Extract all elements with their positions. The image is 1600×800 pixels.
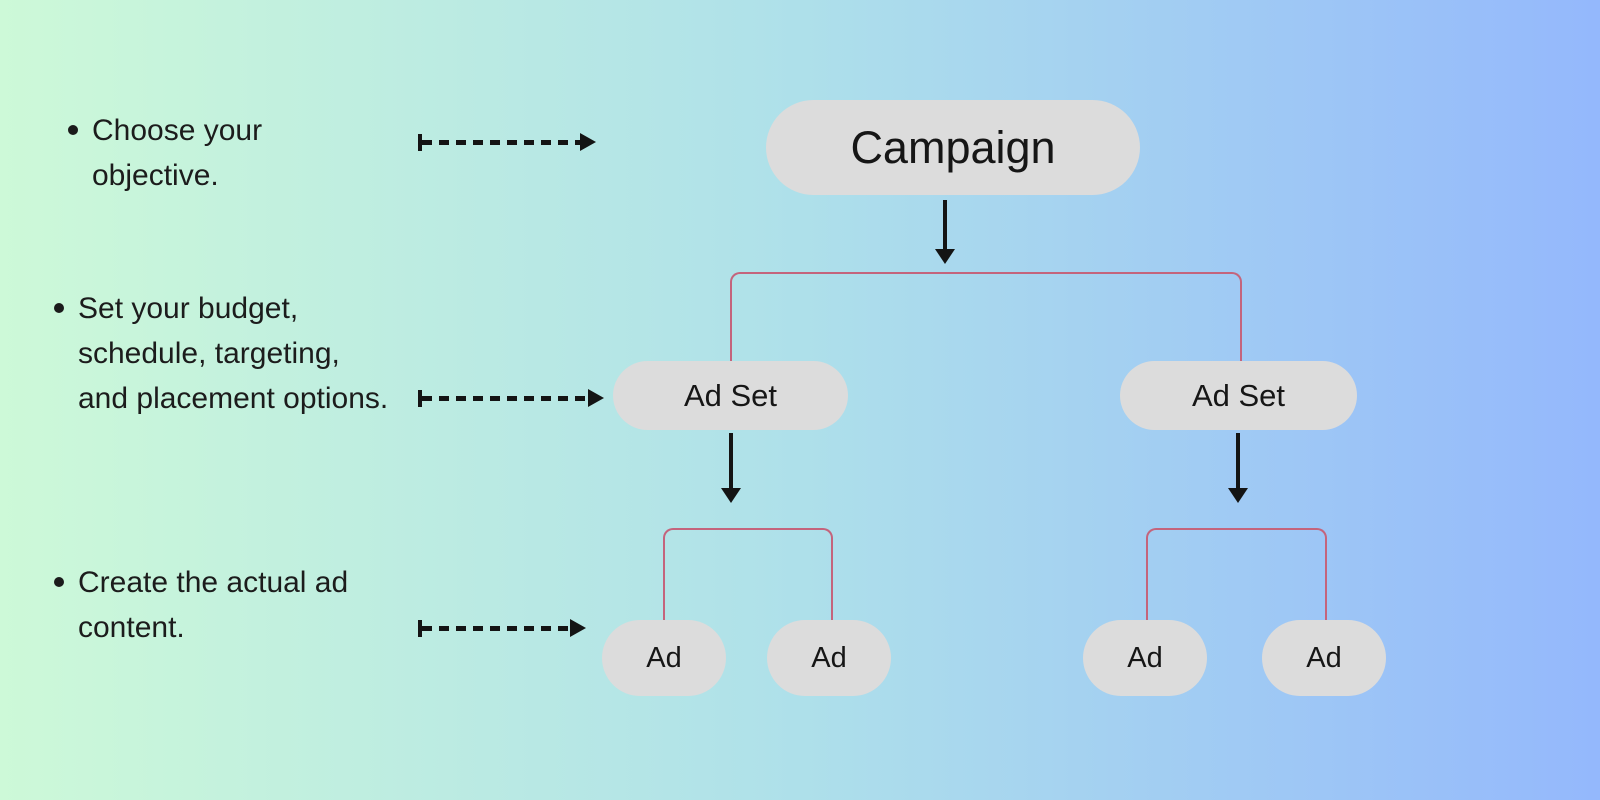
arrow-head-icon <box>588 389 604 407</box>
arrow-dashed-line <box>422 625 570 631</box>
bullet-item-content: Create the actual ad content. <box>54 560 418 650</box>
down-arrow-icon <box>935 200 955 264</box>
bullet-item-budget: Set your budget, schedule, targeting, an… <box>54 286 398 421</box>
down-arrow-icon <box>1228 433 1248 503</box>
down-arrow-icon <box>721 433 741 503</box>
ad-node: Ad <box>1083 620 1207 696</box>
arrow-head-icon <box>570 619 586 637</box>
connector-bracket-adset-left-to-ads <box>663 528 833 622</box>
campaign-node: Campaign <box>766 100 1140 195</box>
ad-node: Ad <box>767 620 891 696</box>
ad-set-node-left: Ad Set <box>613 361 848 430</box>
dashed-arrow-icon <box>418 618 586 638</box>
dashed-arrow-icon <box>418 388 604 408</box>
arrow-head-icon <box>721 488 741 503</box>
arrow-start-cap <box>418 133 422 151</box>
bullet-dot <box>54 303 64 313</box>
dashed-arrow-icon <box>418 132 596 152</box>
bullet-text: Choose your objective. <box>92 114 263 192</box>
ad-node: Ad <box>602 620 726 696</box>
arrow-shaft <box>943 200 947 249</box>
connector-bracket-campaign-to-adsets <box>730 272 1242 364</box>
ad-node: Ad <box>1262 620 1386 696</box>
arrow-shaft <box>729 433 733 488</box>
bullet-dot <box>54 577 64 587</box>
bullet-text: Create the actual ad content. <box>78 566 349 644</box>
arrow-head-icon <box>935 249 955 264</box>
arrow-dashed-line <box>422 139 580 145</box>
arrow-head-icon <box>580 133 596 151</box>
arrow-start-cap <box>418 619 422 637</box>
arrow-dashed-line <box>422 395 588 401</box>
bullet-text: Set your budget, schedule, targeting, an… <box>78 292 389 415</box>
connector-bracket-adset-right-to-ads <box>1146 528 1327 622</box>
arrow-head-icon <box>1228 488 1248 503</box>
bullet-item-objective: Choose your objective. <box>68 108 322 198</box>
arrow-shaft <box>1236 433 1240 488</box>
arrow-start-cap <box>418 389 422 407</box>
bullet-dot <box>68 125 78 135</box>
ad-set-node-right: Ad Set <box>1120 361 1357 430</box>
